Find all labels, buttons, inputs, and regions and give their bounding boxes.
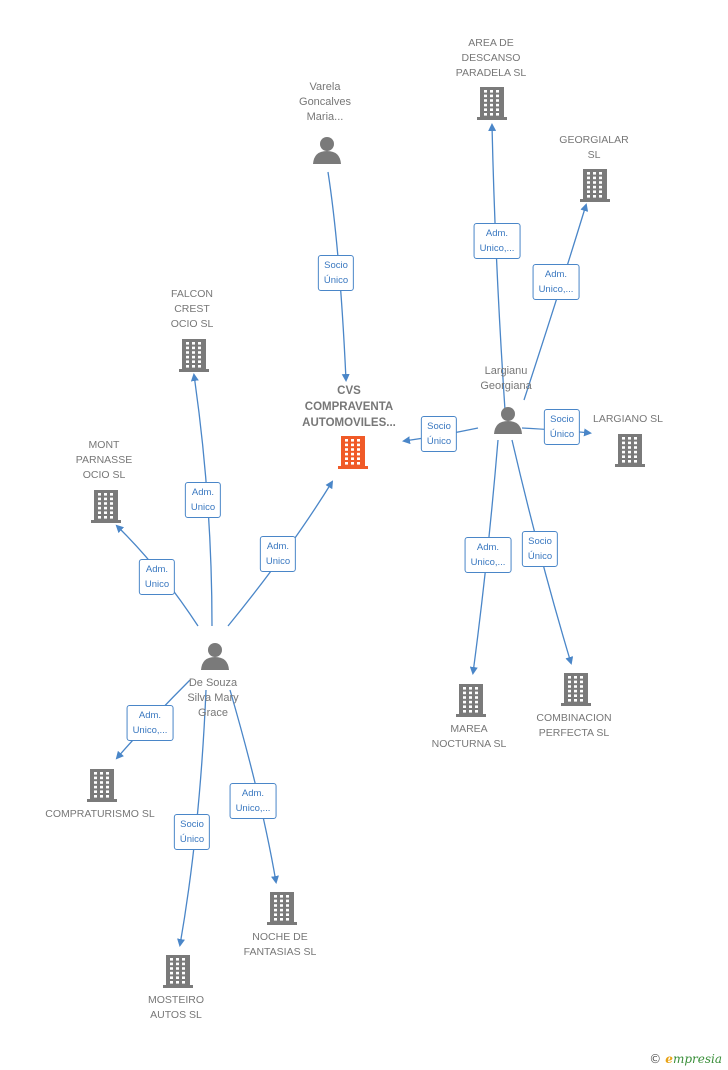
- edge-label-desouza-compraturismo[interactable]: Adm. Unico,...: [126, 705, 174, 741]
- copyright-symbol: ©: [649, 1052, 662, 1066]
- node-label-georgialar[interactable]: GEORGIALAR SL: [559, 134, 629, 161]
- node-label-cvs[interactable]: CVS COMPRAVENTA AUTOMOVILES...: [302, 385, 396, 429]
- building-icon-falcon[interactable]: [179, 339, 209, 372]
- building-icon-compraturismo[interactable]: [87, 769, 117, 802]
- edge-label-largianu-georgialar[interactable]: Adm. Unico,...: [532, 264, 580, 300]
- edge-largianu-georgialar: [523, 203, 589, 401]
- node-label-varela[interactable]: Varela Goncalves Maria...: [299, 81, 351, 123]
- node-label-largianu[interactable]: Largianu Georgiana: [480, 365, 532, 392]
- node-label-marea[interactable]: MAREA NOCTURNA SL: [431, 723, 507, 750]
- building-icon-marea[interactable]: [456, 684, 486, 717]
- building-icon-area[interactable]: [477, 87, 507, 120]
- building-icon-combinacion[interactable]: [561, 673, 591, 706]
- building-icon-noche[interactable]: [267, 892, 297, 925]
- building-icon-mosteiro[interactable]: [163, 955, 193, 988]
- building-icon-georgialar[interactable]: [580, 169, 610, 202]
- node-label-noche[interactable]: NOCHE DE FANTASIAS SL: [243, 931, 317, 958]
- edge-label-desouza-mosteiro[interactable]: Socio Único: [173, 814, 211, 850]
- node-label-falcon[interactable]: FALCON CREST OCIO SL: [170, 288, 214, 330]
- node-label-mont[interactable]: MONT PARNASSE OCIO SL: [75, 439, 133, 481]
- empresia-logo[interactable]: ©empresia: [649, 1052, 722, 1066]
- building-icon-cvs[interactable]: [338, 436, 368, 469]
- person-icon-varela[interactable]: [313, 137, 341, 164]
- node-label-combinacion[interactable]: COMBINACION PERFECTA SL: [536, 712, 612, 739]
- edge-label-largianu-cvs[interactable]: Socio Único: [420, 416, 458, 452]
- node-label-desouza[interactable]: De Souza Silva Mary Grace: [187, 677, 239, 719]
- edge-label-largianu-marea[interactable]: Adm. Unico,...: [464, 537, 512, 573]
- node-label-mosteiro[interactable]: MOSTEIRO AUTOS SL: [147, 994, 205, 1021]
- brand-name: mpresia: [672, 1052, 722, 1066]
- edge-label-desouza-cvs[interactable]: Adm. Unico: [259, 536, 297, 572]
- person-icon-largianu[interactable]: [494, 407, 522, 434]
- edge-label-largianu-combinacion[interactable]: Socio Único: [521, 531, 559, 567]
- building-icon-largiano[interactable]: [615, 434, 645, 467]
- edge-label-desouza-mont[interactable]: Adm. Unico: [138, 559, 176, 595]
- edge-largianu-area: [488, 123, 506, 411]
- edge-label-largianu-area[interactable]: Adm. Unico,...: [473, 223, 521, 259]
- building-icon-mont[interactable]: [91, 490, 121, 523]
- edge-label-desouza-falcon[interactable]: Adm. Unico: [184, 482, 222, 518]
- person-icon-desouza[interactable]: [201, 643, 229, 670]
- edge-label-varela-cvs[interactable]: Socio Único: [317, 255, 355, 291]
- node-label-largiano[interactable]: LARGIANO SL: [592, 413, 664, 425]
- edge-label-desouza-noche[interactable]: Adm. Unico,...: [229, 783, 277, 819]
- node-label-area[interactable]: AREA DE DESCANSO PARADELA SL: [455, 37, 527, 79]
- node-label-compraturismo[interactable]: COMPRATURISMO SL: [45, 808, 155, 820]
- brand-initial: e: [665, 1052, 673, 1066]
- edge-label-largianu-largiano[interactable]: Socio Único: [543, 409, 581, 445]
